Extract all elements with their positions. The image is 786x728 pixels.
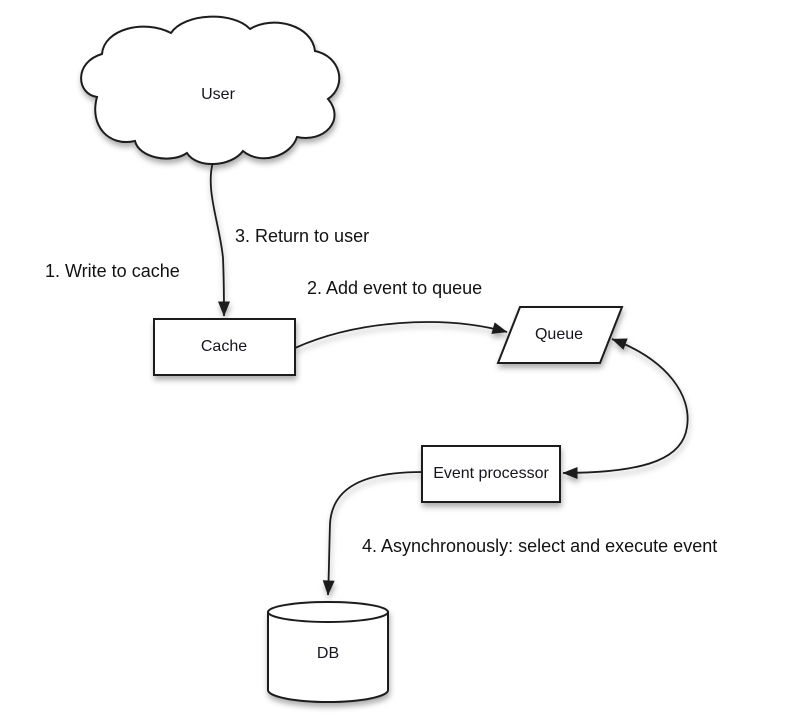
cache-box	[153, 318, 296, 376]
arrow-user-to-cache	[209, 161, 230, 317]
event-processor-node-label: Event processor	[433, 465, 549, 482]
step4-label: 4. Asynchronously: select and execute ev…	[362, 536, 718, 556]
step3-label: 3. Return to user	[235, 226, 370, 246]
user-node-label: User	[201, 86, 235, 103]
step2-label: 2. Add event to queue	[307, 278, 483, 298]
cache-node-label: Cache	[200, 338, 248, 355]
db-cylinder-top	[267, 601, 389, 623]
step1-label: 1. Write to cache	[45, 261, 180, 281]
queue-node-label: Queue	[534, 326, 584, 343]
db-cylinder-body	[267, 611, 389, 703]
db-node-label: DB	[316, 645, 340, 662]
user-cloud	[80, 15, 341, 166]
queue-parallelogram	[496, 306, 624, 364]
arrow-queue-event-processor	[562, 338, 689, 479]
arrow-cache-to-queue	[294, 321, 508, 349]
arrow-event-processor-to-db	[322, 471, 423, 596]
event-processor-box	[421, 445, 561, 503]
